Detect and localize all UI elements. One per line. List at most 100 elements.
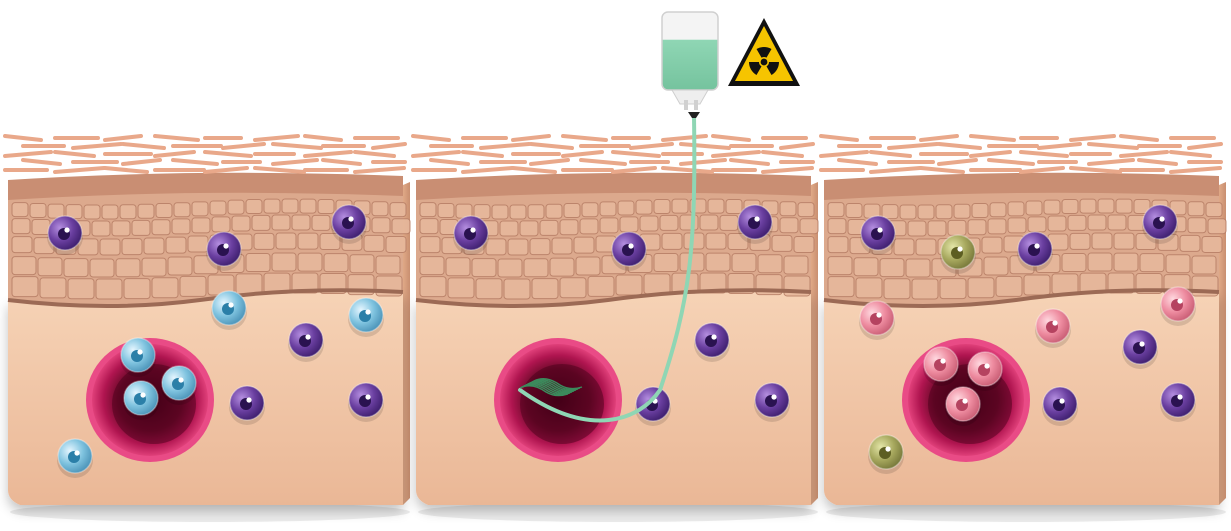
keratinocyte: [706, 233, 726, 249]
keratinocyte: [12, 277, 38, 297]
iv-bag: [662, 12, 718, 118]
cell-highlight: [365, 309, 370, 314]
immune-cell-purple: [453, 216, 489, 255]
corneocyte-flake: [563, 152, 602, 156]
keratinocyte: [236, 274, 262, 294]
corneocyte-flake: [1039, 144, 1080, 148]
immune-cell-purple: [47, 216, 83, 255]
keratinocyte: [276, 233, 296, 249]
corneocyte-flake: [889, 144, 937, 148]
keratinocyte: [100, 239, 120, 255]
keratinocyte: [124, 279, 150, 299]
keratinocyte: [780, 218, 798, 233]
cell-highlight: [877, 227, 882, 232]
keratinocyte: [1088, 253, 1112, 271]
corneocyte-flake: [273, 160, 317, 164]
keratinocyte: [828, 277, 854, 297]
keratinocyte: [968, 220, 986, 235]
corneocyte-flake: [513, 168, 555, 172]
keratinocyte: [1166, 255, 1190, 273]
keratinocyte: [828, 219, 846, 234]
corneocyte-flake: [205, 152, 251, 156]
keratinocyte: [1208, 219, 1226, 234]
keratinocyte: [1024, 275, 1050, 295]
immune-cell-blue: [120, 338, 156, 377]
corneocyte-flake: [989, 160, 1033, 164]
keratinocyte: [800, 219, 818, 234]
keratinocyte: [324, 254, 348, 272]
corneocyte-flake: [921, 136, 957, 140]
immune-cell-purple: [1142, 205, 1178, 244]
keratinocyte: [318, 200, 334, 214]
keratinocyte: [528, 205, 544, 219]
corneocyte-flake: [413, 152, 459, 156]
keratinocyte: [846, 203, 862, 217]
keratinocyte: [272, 215, 290, 230]
keratinocyte: [210, 201, 226, 215]
keratinocyte: [918, 205, 934, 219]
keratinocyte: [448, 278, 474, 298]
iv-bag-neck: [672, 90, 708, 104]
corneocyte-flake: [1171, 152, 1210, 156]
keratinocyte: [372, 218, 390, 233]
corneocyte-flake: [563, 136, 606, 140]
keratinocyte: [912, 279, 938, 299]
keratinocyte: [900, 205, 916, 219]
keratinocyte: [580, 219, 598, 234]
corneocyte-flake: [1139, 160, 1176, 164]
corneocyte-flake: [731, 160, 768, 164]
iv-bag-port: [694, 100, 698, 110]
keratinocyte: [92, 221, 110, 236]
keratinocyte: [446, 258, 470, 276]
keratinocyte: [618, 201, 634, 215]
keratinocyte: [1062, 254, 1086, 272]
keratinocyte: [576, 257, 600, 275]
keratinocyte: [372, 202, 388, 216]
corneocyte-flake: [663, 136, 706, 140]
keratinocyte: [1116, 199, 1132, 213]
corneocyte-flake: [1121, 136, 1157, 140]
corneocyte-flake: [971, 152, 1010, 156]
corneocyte-flake: [105, 168, 147, 172]
keratinocyte: [298, 233, 318, 249]
cell-highlight: [137, 349, 142, 354]
corneocyte-flake: [273, 144, 321, 148]
keratinocyte: [492, 205, 508, 219]
keratinocyte: [84, 205, 100, 219]
keratinocyte: [508, 239, 528, 255]
corneocyte-flake: [105, 136, 141, 140]
radiation-hazard-icon: [728, 18, 800, 86]
keratinocyte: [1098, 199, 1114, 213]
immune-cell-purple: [754, 383, 790, 422]
stratum-corneum: [821, 136, 1221, 172]
keratinocyte: [30, 203, 46, 217]
keratinocyte: [982, 237, 1002, 253]
keratinocyte: [420, 203, 436, 217]
keratinocyte: [272, 253, 296, 271]
keratinocyte: [12, 257, 36, 275]
keratinocyte: [662, 233, 682, 249]
corneocyte-flake: [305, 152, 351, 156]
keratinocyte: [64, 259, 88, 277]
keratinocyte: [192, 218, 210, 233]
corneocyte-flake: [663, 168, 712, 172]
keratinocyte: [298, 253, 322, 271]
corneocyte-flake: [323, 160, 360, 164]
immune-cell-blue: [123, 381, 159, 420]
keratinocyte: [1052, 274, 1078, 294]
corneocyte-flake: [413, 136, 449, 140]
cell-highlight: [711, 334, 716, 339]
keratinocyte: [1188, 202, 1204, 216]
keratinocyte: [246, 254, 270, 272]
corneocyte-flake: [939, 160, 976, 164]
corneocyte-flake: [373, 144, 405, 148]
keratinocyte: [168, 257, 192, 275]
cell-highlight: [140, 392, 145, 397]
keratinocyte: [1088, 215, 1106, 230]
keratinocyte: [856, 278, 882, 298]
cell-highlight: [885, 446, 890, 451]
keratinocyte: [386, 236, 406, 252]
keratinocyte: [292, 215, 310, 230]
keratinocyte: [486, 239, 506, 255]
keratinocyte: [116, 259, 140, 277]
